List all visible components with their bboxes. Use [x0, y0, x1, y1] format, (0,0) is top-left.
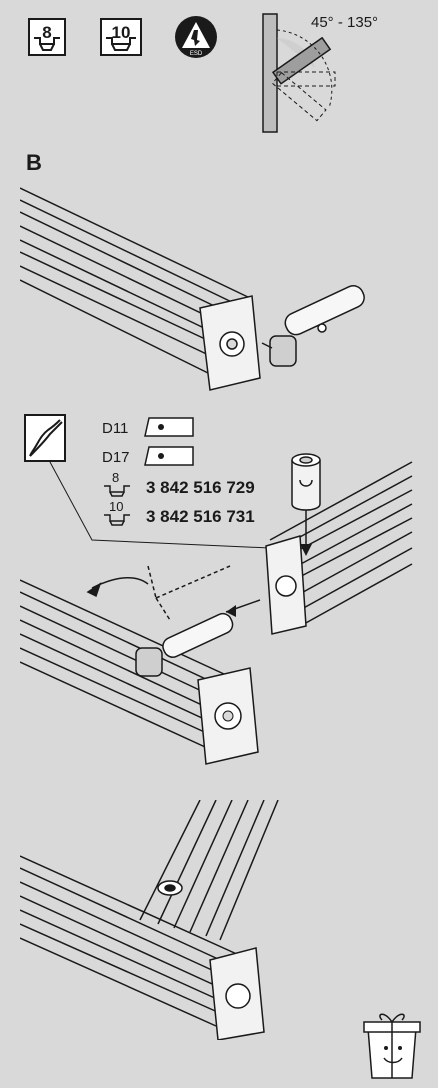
profile-end-face: [265, 535, 307, 635]
esd-label: ESD: [190, 51, 203, 57]
slot-size-8-badge: 8: [28, 18, 66, 56]
drill-marker-icon: [144, 446, 194, 466]
drill-icon-box: [24, 414, 66, 462]
angle-range-label: 45° - 135°: [311, 14, 379, 31]
section-label-b: B: [26, 150, 42, 175]
gift-smiley-icon: [363, 1013, 421, 1079]
slot-size-8-label: 8: [112, 470, 120, 485]
slot-profile-icon: [104, 485, 130, 497]
drill-bit-icon: [29, 419, 63, 457]
drill-size-d17: D17: [102, 449, 130, 466]
drill-marker-icon: [144, 417, 194, 437]
slot-size-10-badge: 10: [100, 18, 142, 56]
profile-connector-illustration-1: [20, 187, 365, 391]
drill-size-d11: D11: [102, 420, 129, 437]
slot-profile-icon: [104, 514, 130, 526]
connector-pin: [269, 285, 365, 367]
angle-range-diagram: [262, 13, 336, 133]
profile-connector-illustration-2: [20, 565, 251, 753]
profile-end-face: [199, 295, 261, 391]
part-number-slot-8: 3 842 516 729: [146, 478, 255, 497]
slot-profile-icon: [34, 37, 60, 51]
threaded-bushing: [291, 453, 321, 511]
profile-end-face-2: [197, 667, 259, 765]
esd-warning-icon: ESD: [175, 16, 217, 58]
slot-size-10-label: 10: [109, 499, 124, 514]
slot-profile-icon: [106, 37, 136, 51]
connector-pin: [135, 612, 234, 677]
assembled-profile-illustration: [20, 800, 279, 1040]
slot-size-8-value: 8: [42, 23, 52, 42]
assembly-illustration: [49, 453, 413, 635]
slot-size-10-value: 10: [111, 23, 131, 42]
connector-screw-head: [157, 880, 183, 896]
rotation-arrow: [86, 565, 231, 621]
profile-end-face: [209, 947, 265, 1040]
part-number-slot-10: 3 842 516 731: [146, 507, 255, 526]
